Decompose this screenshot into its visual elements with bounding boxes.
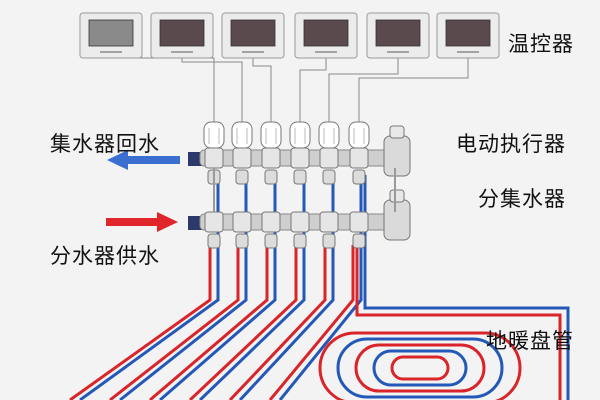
electric-actuator: [203, 121, 225, 149]
floor-coil-label: 地暖盘管: [486, 329, 574, 353]
manifold-inlet: [188, 216, 202, 230]
port-fitting: [264, 233, 278, 249]
return-water-label: 集水器回水: [50, 132, 160, 156]
manifold-port: [349, 147, 369, 169]
port-fitting: [352, 169, 366, 185]
port-fitting: [293, 233, 307, 249]
actuator-group: [203, 121, 370, 149]
manifold-port: [290, 147, 310, 169]
air-vent-valve: [383, 135, 411, 177]
port-fitting: [293, 169, 307, 185]
actuator-head: [231, 121, 253, 149]
thermostat: [294, 12, 358, 59]
thermostat-screen: [230, 19, 276, 47]
manifold-port: [232, 211, 252, 233]
actuator-head: [289, 121, 311, 149]
port-fitting: [235, 233, 249, 249]
port-fitting: [264, 169, 278, 185]
supply-pipe: [228, 245, 327, 400]
manifold-port: [349, 211, 369, 233]
coil-loop: [336, 337, 504, 399]
port-fitting: [322, 233, 336, 249]
thermostats-label: 温控器: [508, 32, 574, 56]
supply-water-label: 分水器供水: [50, 244, 160, 268]
thermostat-wires: [111, 57, 469, 122]
manifold-port: [319, 147, 339, 169]
actuator-head: [318, 121, 340, 149]
manifold-port: [204, 147, 224, 169]
coil-loop: [390, 355, 450, 381]
manifold-port: [232, 147, 252, 169]
coil-loop: [318, 331, 522, 400]
air-vent-valve: [383, 199, 411, 241]
electric-actuator: [289, 121, 311, 149]
manifold-label: 分集水器: [478, 187, 566, 211]
supply-pipe: [188, 245, 298, 400]
control-wire: [111, 57, 215, 122]
thermostat-screen: [445, 19, 491, 47]
manifold-assembly: [188, 125, 411, 249]
thermostat: [221, 12, 285, 59]
manifold-port: [290, 211, 310, 233]
coil-loop: [372, 349, 468, 387]
control-wire: [358, 58, 469, 122]
port-fitting: [322, 169, 336, 185]
vent-cap: [389, 189, 405, 203]
supply-pipe: [149, 245, 269, 400]
supply-pipe: [268, 245, 355, 400]
manifold-port: [261, 211, 281, 233]
supply-flow-arrow: [106, 212, 178, 232]
manifold-port: [204, 211, 224, 233]
thermostat-screen: [159, 19, 205, 47]
actuators-label: 电动执行器: [456, 132, 566, 156]
port-fitting: [207, 233, 221, 249]
thermostat: [150, 12, 214, 59]
thermostat-group: [79, 12, 500, 59]
electric-actuator: [260, 121, 282, 149]
thermostat: [79, 12, 143, 59]
control-wire: [299, 58, 327, 122]
port-fitting: [235, 169, 249, 185]
return-flow-arrow: [107, 150, 180, 170]
thermostat-screen: [375, 19, 421, 47]
electric-actuator: [231, 121, 253, 149]
coil-loop: [354, 343, 486, 393]
supply-pipe: [109, 245, 240, 400]
return-manifold: [188, 125, 411, 185]
thermostat-screen: [88, 19, 134, 47]
control-wire: [328, 58, 399, 122]
actuator-head: [260, 121, 282, 149]
port-fitting: [352, 233, 366, 249]
supply-pipe: [69, 245, 212, 400]
thermostat-screen: [303, 19, 349, 47]
manifold-inlet: [188, 152, 202, 166]
thermostat: [366, 12, 430, 59]
actuator-head: [203, 121, 225, 149]
electric-actuator: [318, 121, 340, 149]
supply-pipe: [355, 245, 562, 400]
supply-manifold: [188, 189, 411, 249]
electric-actuator: [348, 121, 370, 149]
actuator-head: [348, 121, 370, 149]
control-wire: [181, 58, 243, 122]
flow-arrows: [106, 150, 180, 232]
vent-cap: [389, 125, 405, 139]
thermostat: [436, 12, 500, 59]
manifold-port: [261, 147, 281, 169]
control-wire: [252, 58, 272, 122]
manifold-port: [319, 211, 339, 233]
